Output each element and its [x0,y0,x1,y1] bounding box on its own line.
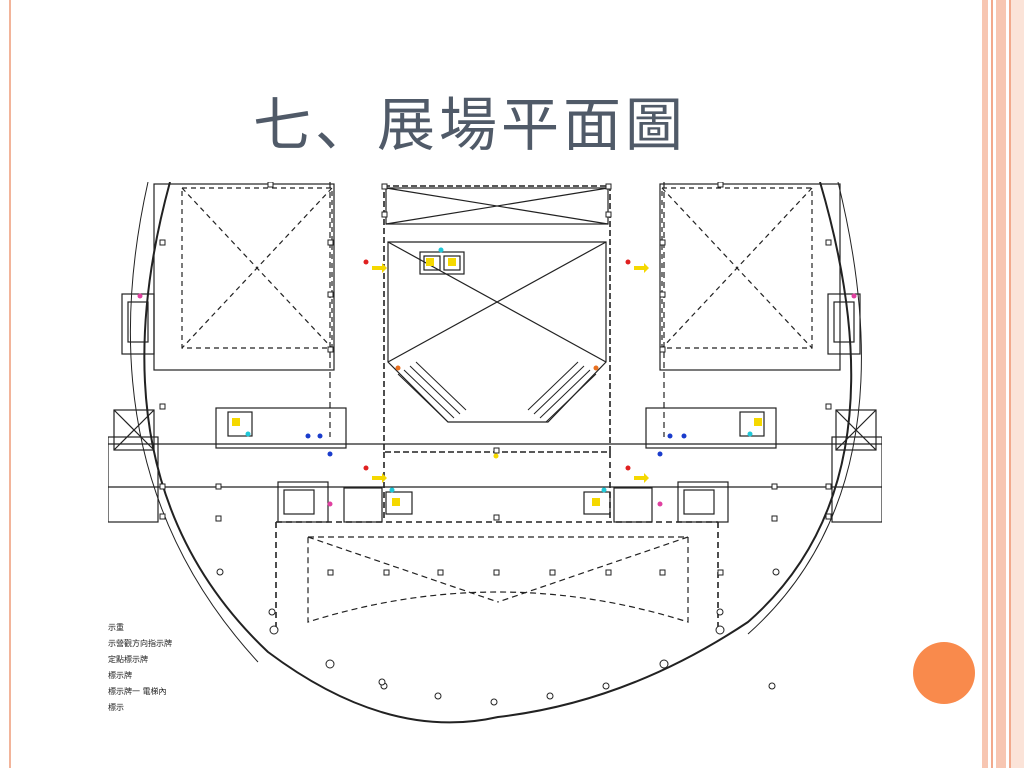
legend-item: 示重 [108,623,124,632]
floor-plan-drawing [108,182,882,724]
floor-plan-legend: 示重 示營觀方向指示牌 定點標示牌 標示牌 標示牌一 電梯內 標示 [108,620,218,716]
left-frame-border [0,0,11,768]
decorative-orange-circle [913,642,975,704]
legend-item: 標示牌 [108,671,132,680]
legend-item: 標示 [108,703,124,712]
legend-item: 標示牌一 電梯內 [108,687,167,696]
right-decorative-stripes [978,0,1024,768]
slide-title: 七、展場平面圖 [252,91,687,159]
legend-item: 定點標示牌 [108,655,148,664]
legend-item: 示營觀方向指示牌 [108,639,172,648]
floor-plan-image [108,182,882,728]
